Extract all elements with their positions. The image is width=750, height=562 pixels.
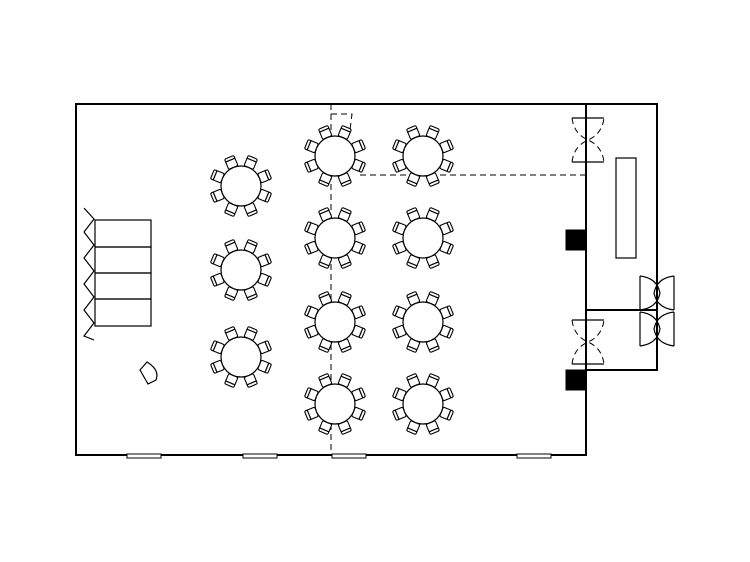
chair xyxy=(257,188,272,203)
round-table-setting xyxy=(304,207,366,269)
podium xyxy=(139,361,158,385)
round-table xyxy=(220,165,262,207)
round-table xyxy=(402,383,444,425)
stage-zigzag xyxy=(83,207,95,341)
chair xyxy=(257,340,272,355)
chair xyxy=(351,387,366,402)
chair xyxy=(243,286,258,301)
column xyxy=(565,229,587,251)
chair xyxy=(318,254,333,269)
chair xyxy=(406,420,421,435)
round-table xyxy=(402,301,444,343)
chair xyxy=(392,221,407,236)
rect-table xyxy=(94,246,152,274)
chair xyxy=(318,125,333,140)
round-table xyxy=(314,301,356,343)
round-table xyxy=(402,135,444,177)
room-walls xyxy=(75,103,658,456)
chair xyxy=(318,207,333,222)
chair xyxy=(243,373,258,388)
head-tables xyxy=(94,219,152,327)
dashed-door-upper xyxy=(571,117,605,163)
round-table xyxy=(314,135,356,177)
chair xyxy=(257,272,272,287)
dashed-door-lower xyxy=(571,319,605,365)
chair xyxy=(406,338,421,353)
rect-table xyxy=(94,298,152,327)
chair xyxy=(425,207,440,222)
chair xyxy=(224,373,239,388)
bottom-windows xyxy=(126,453,552,459)
chair xyxy=(210,272,225,287)
chair xyxy=(439,158,454,173)
round-table-setting xyxy=(392,373,454,435)
chair xyxy=(351,240,366,255)
partition-lines xyxy=(330,104,586,455)
round-table xyxy=(314,217,356,259)
round-table-setting xyxy=(210,155,272,217)
round-table-setting xyxy=(210,239,272,301)
chair xyxy=(351,221,366,236)
round-table-setting xyxy=(392,207,454,269)
chair xyxy=(392,324,407,339)
rect-table xyxy=(94,219,152,248)
round-table xyxy=(314,383,356,425)
chair xyxy=(425,125,440,140)
chair xyxy=(318,172,333,187)
round-table xyxy=(220,249,262,291)
chair xyxy=(392,139,407,154)
chair xyxy=(304,240,319,255)
round-table-setting xyxy=(304,291,366,353)
chair xyxy=(439,139,454,154)
chair xyxy=(224,326,239,341)
chair xyxy=(304,305,319,320)
chair xyxy=(425,172,440,187)
round-table xyxy=(220,336,262,378)
round-table-setting xyxy=(304,373,366,435)
round-table-setting xyxy=(210,326,272,388)
chair xyxy=(210,340,225,355)
round-tables xyxy=(210,125,454,435)
column xyxy=(565,369,587,391)
chair xyxy=(304,158,319,173)
rect-table xyxy=(94,272,152,300)
chair xyxy=(224,155,239,170)
buffet-table xyxy=(615,157,637,259)
round-table-setting xyxy=(392,125,454,187)
round-table xyxy=(402,217,444,259)
round-table-setting xyxy=(392,291,454,353)
entrance-door-lower xyxy=(639,311,675,347)
chair xyxy=(439,221,454,236)
chair xyxy=(337,254,352,269)
chair xyxy=(439,406,454,421)
chair xyxy=(318,291,333,306)
entrance-door-upper xyxy=(639,275,675,311)
round-table-setting xyxy=(304,125,366,187)
